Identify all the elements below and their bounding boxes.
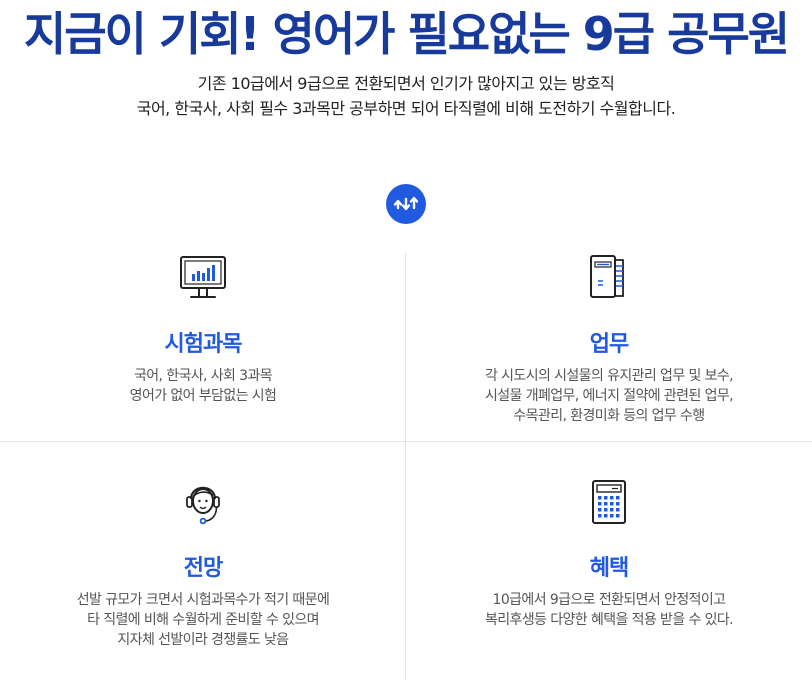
card-title: 전망 [183, 556, 223, 581]
card-description: 국어, 한국사, 사회 3과목 영어가 없어 부담없는 시험 [129, 368, 277, 404]
card-description: 10급에서 9급으로 전환되면서 안정적이고 복리후생등 다양한 혜택을 적용 … [485, 592, 734, 628]
card-description: 선발 규모가 크면서 시험과목수가 적기 때문에 타 직렬에 비해 수월하게 준… [76, 592, 330, 648]
card-description: 각 시도시의 시설물의 유지관리 업무 및 보수, 시설물 개폐업무, 에너지 … [485, 368, 734, 424]
card-title: 업무 [589, 332, 629, 357]
subtitle-line-2: 국어, 한국사, 사회 필수 3과목만 공부하면 되어 타직렬에 비해 도전하기… [136, 99, 676, 118]
headset-person-icon [177, 476, 229, 528]
grid-divider-vertical [405, 252, 406, 680]
page-headline: 지금이 기회! 영어가 필요없는 9급 공무원 [23, 7, 790, 61]
calculator-icon [583, 476, 635, 528]
card-title: 시험과목 [164, 332, 243, 357]
updown-arrows-icon [386, 184, 426, 224]
card-title: 혜택 [589, 556, 629, 581]
subtitle-line-1: 기존 10급에서 9급으로 전환되면서 인기가 많아지고 있는 방호직 [197, 74, 615, 93]
document-icon [583, 252, 635, 304]
monitor-chart-icon [177, 252, 229, 304]
grid-divider-horizontal [0, 441, 812, 442]
